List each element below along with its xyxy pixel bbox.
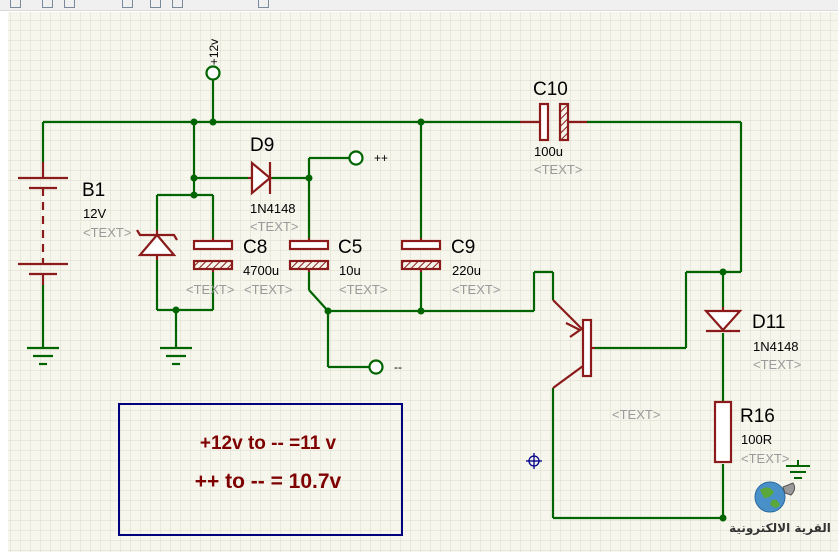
value-c5: 10u [339,263,361,278]
ref-b1: B1 [82,180,105,201]
terminal-plusplus[interactable] [348,150,364,166]
globe-icon [754,481,786,513]
terminal-plus12v[interactable] [205,65,221,81]
text-c5-left: <TEXT> [244,282,292,297]
transistor-q[interactable] [552,299,595,389]
capacitor-c9[interactable] [400,238,442,272]
ground-icon [786,460,810,479]
ground-b1-icon [27,346,59,366]
watermark-logo: القرية الالكترونية [729,460,831,536]
value-c10: 100u [534,144,563,159]
sheet-grid [8,12,838,552]
text-c9: <TEXT> [452,282,500,297]
ref-c8: C8 [243,237,267,258]
probe-crosshair-icon[interactable] [526,453,542,469]
terminal-minusminus[interactable] [368,359,384,375]
capacitor-c5[interactable] [288,238,330,272]
toolbar [0,0,838,11]
wires [41,80,743,520]
text-b1: <TEXT> [83,225,131,240]
ref-c10: C10 [533,79,568,100]
value-r16: 100R [741,432,772,447]
diode-d11[interactable] [703,307,743,333]
battery-b1[interactable] [18,162,68,285]
label-minusminus: -- [394,360,402,374]
value-c8: 4700u [243,263,279,278]
junctions [172,118,727,522]
ground-symbols [27,346,192,366]
ref-d9: D9 [250,135,274,156]
ref-r16: R16 [740,406,775,427]
diode-d9[interactable] [248,160,272,196]
capacitor-c10[interactable] [520,102,587,142]
text-c8: <TEXT> [186,282,234,297]
text-d9: <TEXT> [250,219,298,234]
note-line1: +12v to -- =11 v [200,433,337,454]
value-d11: 1N4148 [753,339,799,354]
value-d9: 1N4148 [250,201,296,216]
text-c10: <TEXT> [534,162,582,177]
resistor-r16[interactable] [713,400,733,464]
toolbar-icon[interactable] [122,0,133,8]
text-q: <TEXT> [612,407,660,422]
toolbar-icon[interactable] [258,0,269,8]
note-box[interactable]: +12v to -- =11 v ++ to -- = 10.7v [118,403,403,536]
toolbar-icon[interactable] [64,0,75,8]
text-r16: <TEXT> [741,451,789,466]
value-c9: 220u [452,263,481,278]
note-line2: ++ to -- = 10.7v [195,470,342,493]
ground-zener-icon [160,346,192,366]
ref-c5: C5 [338,237,362,258]
label-plus12v: +12v [207,39,221,65]
toolbar-icon[interactable] [10,0,21,8]
toolbar-icon[interactable] [172,0,183,8]
toolbar-icon[interactable] [42,0,53,8]
text-d11: <TEXT> [753,357,801,372]
ref-d11: D11 [752,312,785,333]
watermark-text: القرية الالكترونية [729,521,831,536]
label-plusplus: ++ [374,151,388,165]
text-c5: <TEXT> [339,282,387,297]
zener-diode[interactable] [136,229,178,260]
capacitor-c8[interactable] [192,238,234,272]
ref-c9: C9 [451,237,475,258]
components [18,102,743,464]
value-b1: 12V [83,206,106,221]
toolbar-icon[interactable] [150,0,161,8]
